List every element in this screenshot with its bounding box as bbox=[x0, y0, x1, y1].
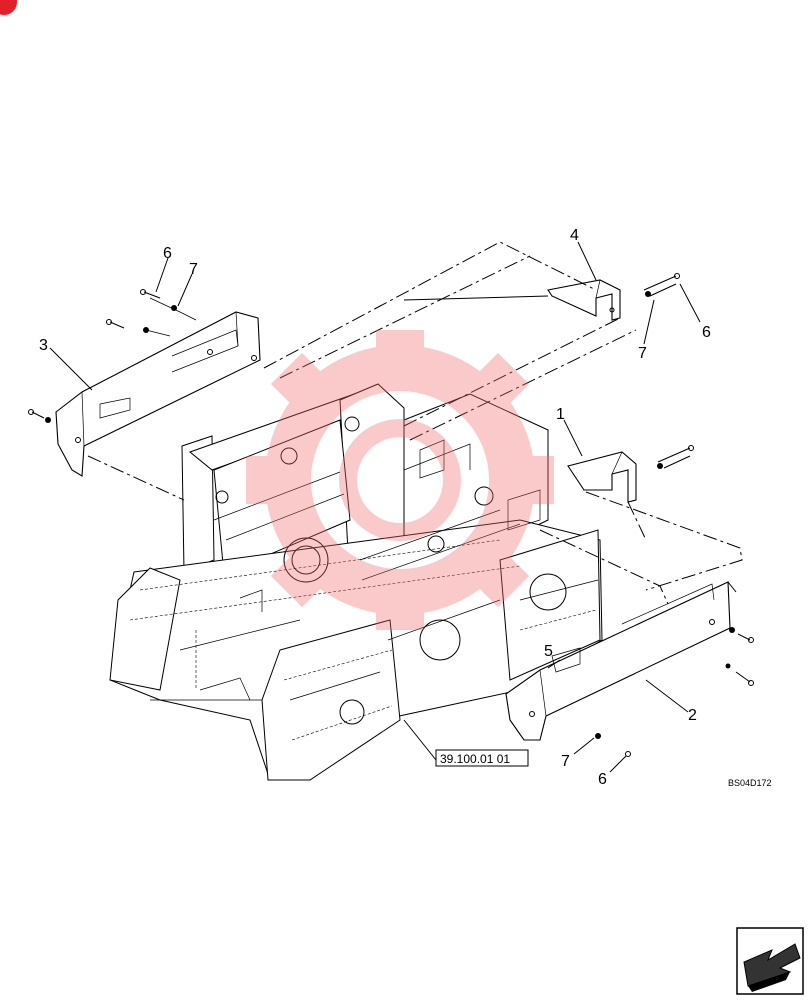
part-1-bracket bbox=[567, 451, 637, 503]
callout-2: 2 bbox=[688, 707, 697, 724]
callout-7-lower: 7 bbox=[561, 753, 570, 770]
callouts: 6 7 3 4 7 6 1 5 2 7 6 bbox=[39, 227, 711, 788]
part-3-cover bbox=[55, 311, 261, 477]
part-2-hardware bbox=[595, 627, 754, 757]
assembly-lines bbox=[87, 241, 743, 605]
callout-6-upper-right: 6 bbox=[702, 324, 711, 341]
callout-7-upper-right: 7 bbox=[638, 345, 647, 362]
arrow-left-down-icon[interactable] bbox=[736, 927, 804, 995]
callout-1: 1 bbox=[556, 406, 565, 423]
callout-6-lower: 6 bbox=[598, 771, 607, 788]
reference-box: 39.100.01 01 bbox=[435, 749, 529, 767]
callout-7-left: 7 bbox=[189, 261, 198, 278]
gear-watermark-icon bbox=[246, 330, 554, 630]
part-2-cover bbox=[505, 581, 731, 741]
reference-box-label: 39.100.01 01 bbox=[440, 752, 510, 766]
leader-lines bbox=[49, 241, 701, 773]
callout-6-left: 6 bbox=[163, 245, 172, 262]
callout-5: 5 bbox=[544, 643, 553, 660]
chassis-frame bbox=[109, 383, 603, 781]
part-4-hardware bbox=[643, 273, 680, 297]
part-1-hardware bbox=[657, 445, 694, 469]
part-3-hardware bbox=[28, 289, 197, 423]
part-4-bracket bbox=[547, 279, 621, 321]
callout-4: 4 bbox=[570, 227, 579, 244]
drawing-code: BS04D172 bbox=[728, 778, 772, 788]
callout-3: 3 bbox=[39, 337, 48, 354]
corner-mark bbox=[0, 0, 17, 15]
